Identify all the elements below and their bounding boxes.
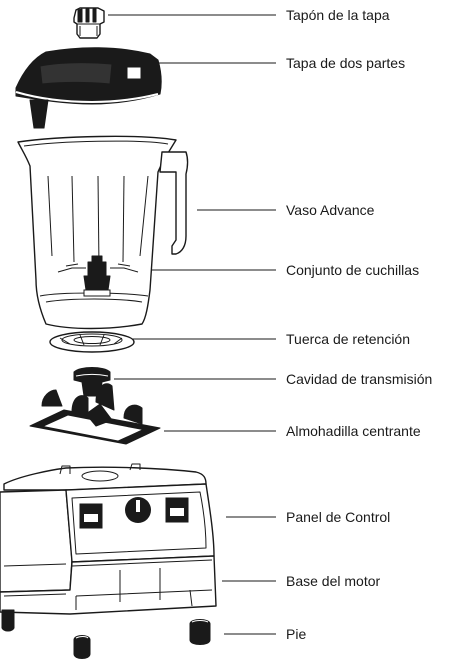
label-two-part-lid: Tapa de dos partes	[286, 55, 406, 71]
retainer-nut-illustration	[49, 331, 135, 353]
label-control-panel: Panel de Control	[286, 509, 391, 525]
leader-lines	[108, 14, 276, 635]
label-drive-socket: Cavidad de transmisión	[286, 371, 433, 387]
label-container: Vaso Advance	[286, 202, 375, 218]
two-part-lid-illustration	[15, 47, 162, 129]
centering-pad-illustration	[29, 383, 161, 445]
label-retainer-nut: Tuerca de retención	[286, 331, 410, 347]
label-foot: Pie	[286, 626, 307, 642]
container-illustration	[17, 135, 189, 330]
label-centering-pad: Almohadilla centrante	[286, 423, 421, 439]
label-motor-base: Base del motor	[286, 573, 381, 589]
label-lid-plug: Tapón de la tapa	[286, 7, 390, 23]
motor-base-illustration	[0, 463, 217, 659]
label-blade-assembly: Conjunto de cuchillas	[286, 262, 420, 278]
lid-plug-illustration	[73, 7, 105, 39]
